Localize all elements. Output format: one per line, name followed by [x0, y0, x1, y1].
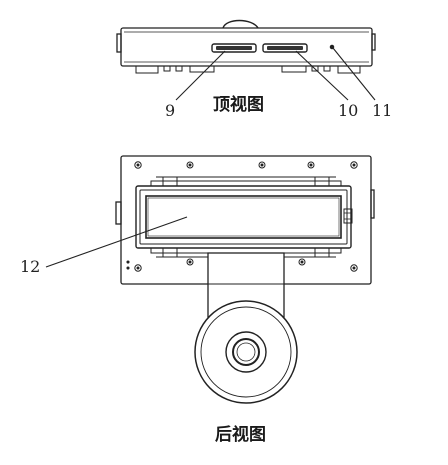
top-lens-bump	[222, 19, 259, 29]
rear-left-stub	[115, 201, 122, 225]
top-button-9	[211, 43, 257, 53]
top-button-9-inner	[216, 46, 252, 50]
rear-screws	[134, 161, 358, 272]
callout-10: 10	[338, 101, 358, 120]
display-frame-mid	[139, 189, 348, 245]
lens-ring	[225, 331, 267, 373]
leader-11	[332, 47, 376, 101]
rear-view-caption: 后视图	[215, 424, 266, 445]
rear-right-stub	[370, 189, 375, 219]
top-indicator-11	[329, 44, 335, 50]
display-connector	[343, 208, 353, 224]
leader-10	[295, 50, 349, 101]
top-button-10-inner	[267, 46, 303, 50]
top-button-10	[262, 43, 308, 53]
callout-11: 11	[372, 101, 392, 120]
lens-housing-ring	[200, 306, 292, 398]
callout-9: 9	[165, 101, 175, 120]
lens-housing-outer	[194, 300, 298, 404]
top-view-caption: 顶视图	[213, 94, 264, 115]
leader-9	[175, 50, 226, 101]
lens-glass	[232, 338, 260, 366]
top-right-stub	[371, 33, 376, 51]
top-view	[116, 19, 376, 74]
rear-view	[115, 155, 375, 404]
top-left-stub	[116, 33, 122, 53]
top-view-leaders	[175, 47, 376, 101]
display-screen-12	[145, 195, 342, 239]
leader-12	[45, 216, 188, 268]
callout-12: 12	[20, 257, 40, 276]
